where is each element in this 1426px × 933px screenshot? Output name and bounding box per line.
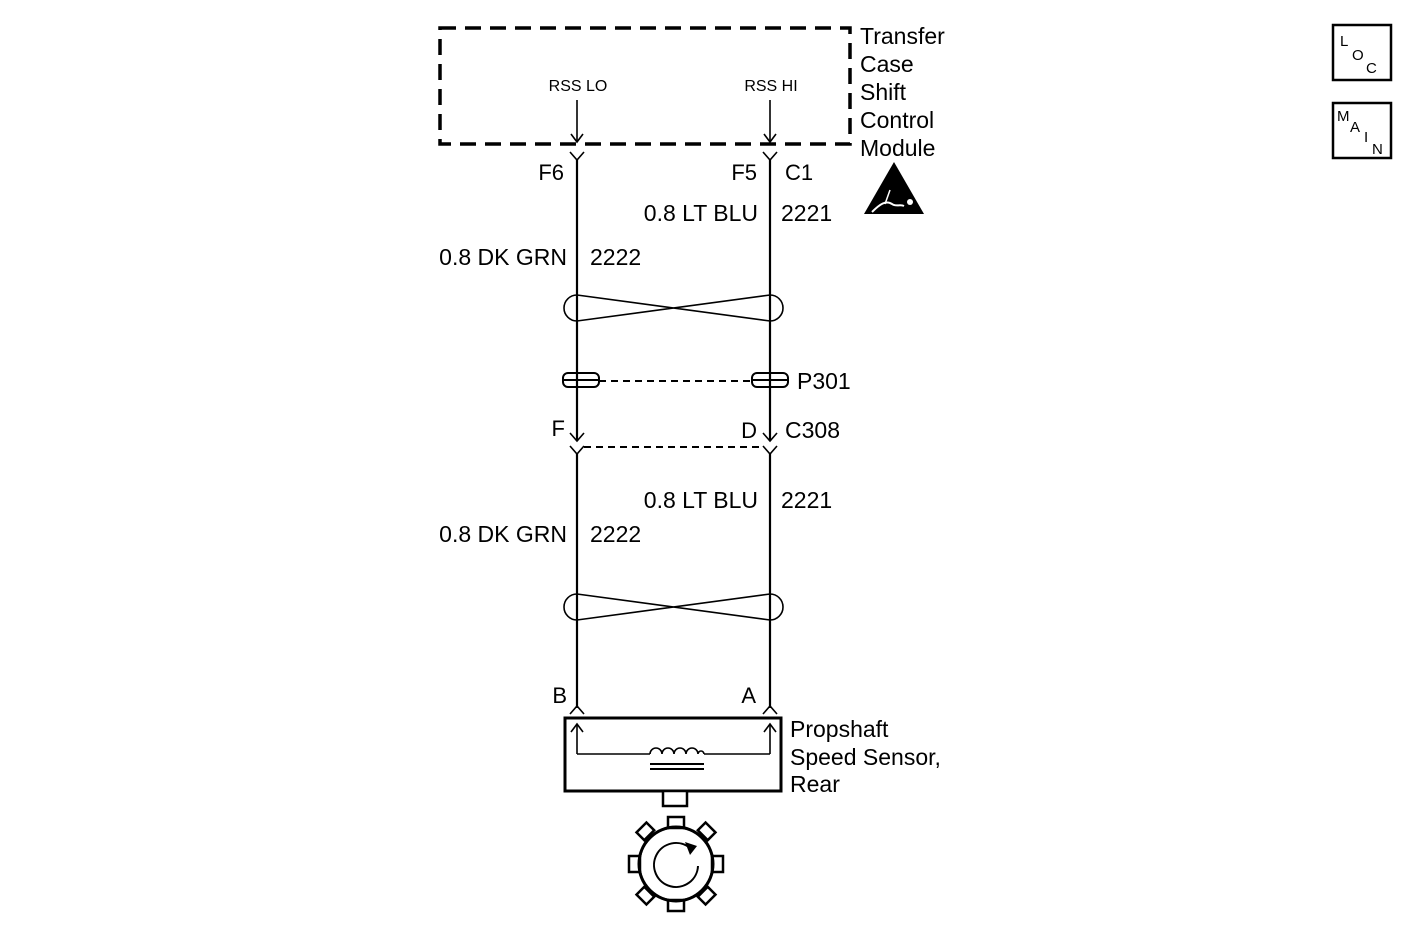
sensor-terminal-a-chevron (762, 704, 778, 715)
pass-through-grommet-lo (562, 370, 600, 390)
loc-button-letter-c: C (1366, 60, 1377, 77)
sensor-terminal-b-chevron (569, 704, 585, 715)
terminal-f6-chevron (569, 151, 585, 162)
module-boundary (438, 26, 852, 146)
pin-label-rss-hi: RSS HI (744, 78, 797, 95)
module-name-line-1: Transfer (860, 23, 945, 49)
terminal-label-f6: F6 (538, 160, 564, 185)
twisted-pair-lower (563, 593, 784, 621)
sensor-pin-a: A (741, 683, 756, 708)
wire-lower-hi-circuit: 2221 (781, 487, 832, 513)
pin-label-rss-lo: RSS LO (549, 78, 608, 95)
terminal-f5-chevron (762, 151, 778, 162)
module-pin-arrow-lo (570, 100, 584, 144)
module-name-line-3: Shift (860, 79, 907, 105)
connector-c308-pin-f: F (552, 416, 565, 441)
connector-label-c1: C1 (785, 160, 813, 185)
wire-upper-hi-circuit: 2221 (781, 200, 832, 226)
sensor-coil-icon (649, 747, 705, 770)
connector-c308-label: C308 (785, 417, 840, 443)
sensor-name-line-2: Speed Sensor, (790, 744, 941, 770)
loc-button-letter-o: O (1352, 47, 1364, 64)
module-pin-arrow-hi (763, 100, 777, 144)
terminal-label-f5: F5 (731, 160, 757, 185)
module-name-line-2: Case (860, 51, 914, 77)
module-name-line-4: Control (860, 107, 934, 133)
loc-button-letter-l: L (1340, 33, 1348, 50)
main-button[interactable]: M A I N (1331, 101, 1393, 160)
loc-button[interactable]: L O C (1331, 23, 1393, 82)
main-button-letter-m: M (1337, 108, 1350, 125)
wire-upper-lo-circuit: 2222 (590, 244, 641, 270)
esd-warning-icon (864, 162, 924, 214)
sensor-name-line-3: Rear (790, 771, 840, 797)
module-name-line-5: Module (860, 135, 935, 161)
main-button-letter-n: N (1372, 141, 1383, 158)
sensor-pin-b: B (552, 683, 567, 708)
wire-upper-lo-spec: 0.8 DK GRN (439, 244, 567, 270)
wire-upper-hi-spec: 0.8 LT BLU (644, 200, 758, 226)
wire-lower-lo-circuit: 2222 (590, 521, 641, 547)
main-button-letter-i: I (1364, 129, 1368, 146)
sensor-internal-circuit (570, 722, 777, 755)
sensor-tip (661, 789, 689, 808)
connector-c308-pin-d: D (741, 418, 757, 443)
reluctor-wheel-icon (627, 815, 725, 913)
twisted-pair-upper (563, 294, 784, 322)
pass-through-label: P301 (797, 368, 851, 394)
wire-lower-hi-spec: 0.8 LT BLU (644, 487, 758, 513)
main-button-letter-a: A (1350, 119, 1360, 136)
wire-lower-lo-spec: 0.8 DK GRN (439, 521, 567, 547)
sensor-name-line-1: Propshaft (790, 716, 889, 742)
pass-through-grommet-hi (751, 370, 789, 390)
